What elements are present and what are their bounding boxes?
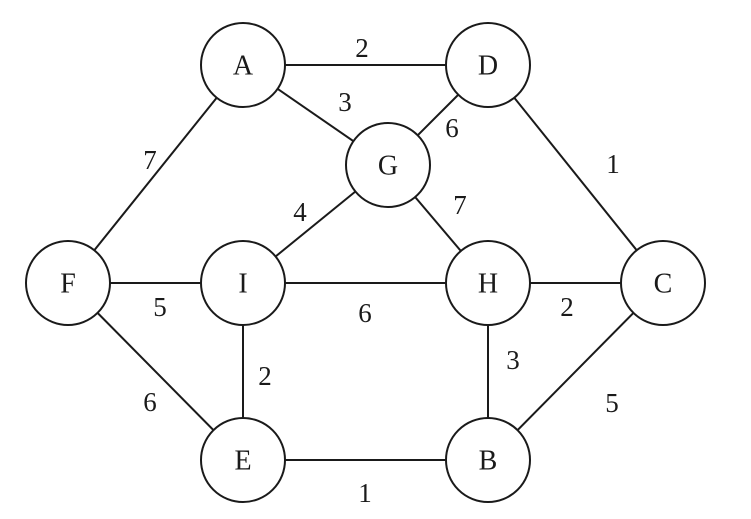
node-circle [200,22,286,108]
node-label: E [234,446,251,477]
node-circle [200,240,286,326]
node-a: A [200,22,286,108]
node-circle [345,122,431,208]
node-label: G [378,151,398,182]
edge-weight-c-b: 5 [605,388,619,418]
edge-a-f [67,64,244,284]
node-label: I [238,269,247,300]
edge-weight-i-h: 6 [358,298,372,328]
node-label: A [233,51,254,82]
edge-weight-a-g: 3 [338,87,352,117]
nodes-layer: A D G F I H C E B [25,22,706,503]
node-label: C [654,269,673,300]
edge-weight-a-d: 2 [355,33,369,63]
edge-weight-f-e: 6 [143,387,157,417]
edge-weight-i-e: 2 [258,361,272,391]
node-c: C [620,240,706,326]
edge-weight-g-h: 7 [453,190,467,220]
edge-weight-g-i: 4 [293,197,307,227]
edge-weight-d-c: 1 [606,149,620,179]
node-circle [25,240,111,326]
edge-weight-h-c: 2 [560,292,574,322]
node-i: I [200,240,286,326]
node-circle [445,240,531,326]
edge-weight-g-d: 6 [445,113,459,143]
edge-d-c [487,64,664,284]
node-e: E [200,417,286,503]
node-label: D [478,51,498,82]
node-b: B [445,417,531,503]
node-label: B [479,446,498,477]
node-g: G [345,122,431,208]
node-label: F [60,269,76,300]
node-d: D [445,22,531,108]
edge-weight-e-b: 1 [358,478,372,508]
node-h: H [445,240,531,326]
node-label: H [478,269,498,300]
node-f: F [25,240,111,326]
node-circle [620,240,706,326]
edge-weight-h-b: 3 [506,345,520,375]
edges-layer [67,64,664,461]
node-circle [445,417,531,503]
node-circle [445,22,531,108]
edge-weight-a-f: 7 [143,145,157,175]
edge-weight-f-i: 5 [153,292,167,322]
node-circle [200,417,286,503]
